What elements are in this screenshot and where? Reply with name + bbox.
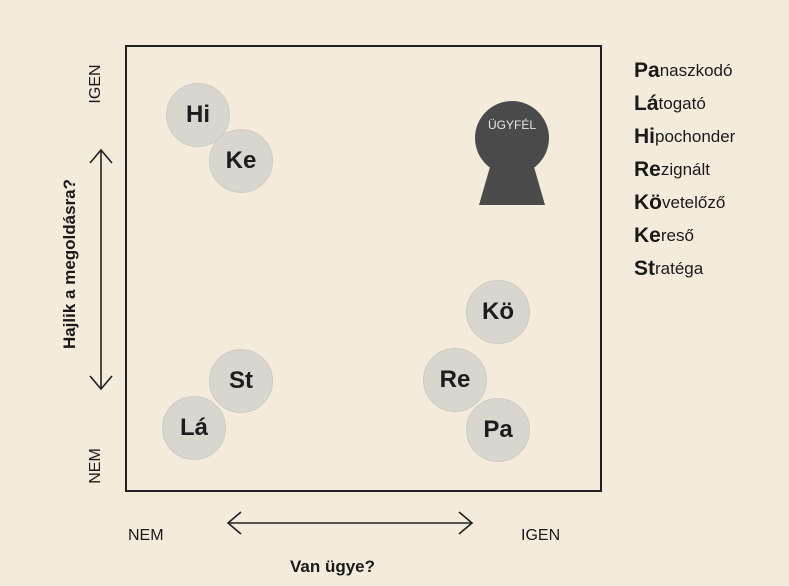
legend-rest: ratéga [655,258,704,278]
client-label: ÜGYFÉL [487,118,536,132]
legend-rest: vetelőző [662,192,726,212]
legend-rest: reső [660,225,694,245]
x-axis-title: Van ügye? [290,557,376,576]
y-axis-double-arrow [89,148,113,391]
legend-abbr: Pa [634,58,660,82]
bubble-ko: Kö [466,280,530,344]
x-axis-high-label: IGEN [521,527,561,544]
legend-rest: togató [658,93,706,113]
quadrant-frame [125,45,602,492]
legend-rest: zignált [660,159,710,179]
legend-abbr: Ke [634,223,661,247]
bubble-hi: Hi [166,83,230,147]
x-axis-double-arrow [226,511,474,535]
bubble-ke: Ke [209,129,273,193]
legend-rest: naszkodó [659,60,733,80]
legend-abbr: Hi [634,124,655,148]
legend-abbr: Kö [634,190,662,214]
legend-abbr: Re [634,157,661,181]
bubble-st: St [209,349,273,413]
x-axis-low-label: NEM [128,527,164,544]
legend-abbr: St [634,256,655,280]
bubble-la: Lá [162,396,226,460]
legend-rest: pochonder [655,126,736,146]
bubble-re: Re [423,348,487,412]
legend-abbr: Lá [634,91,659,115]
keyhole-client-icon [475,101,549,205]
bubble-pa: Pa [466,398,530,462]
